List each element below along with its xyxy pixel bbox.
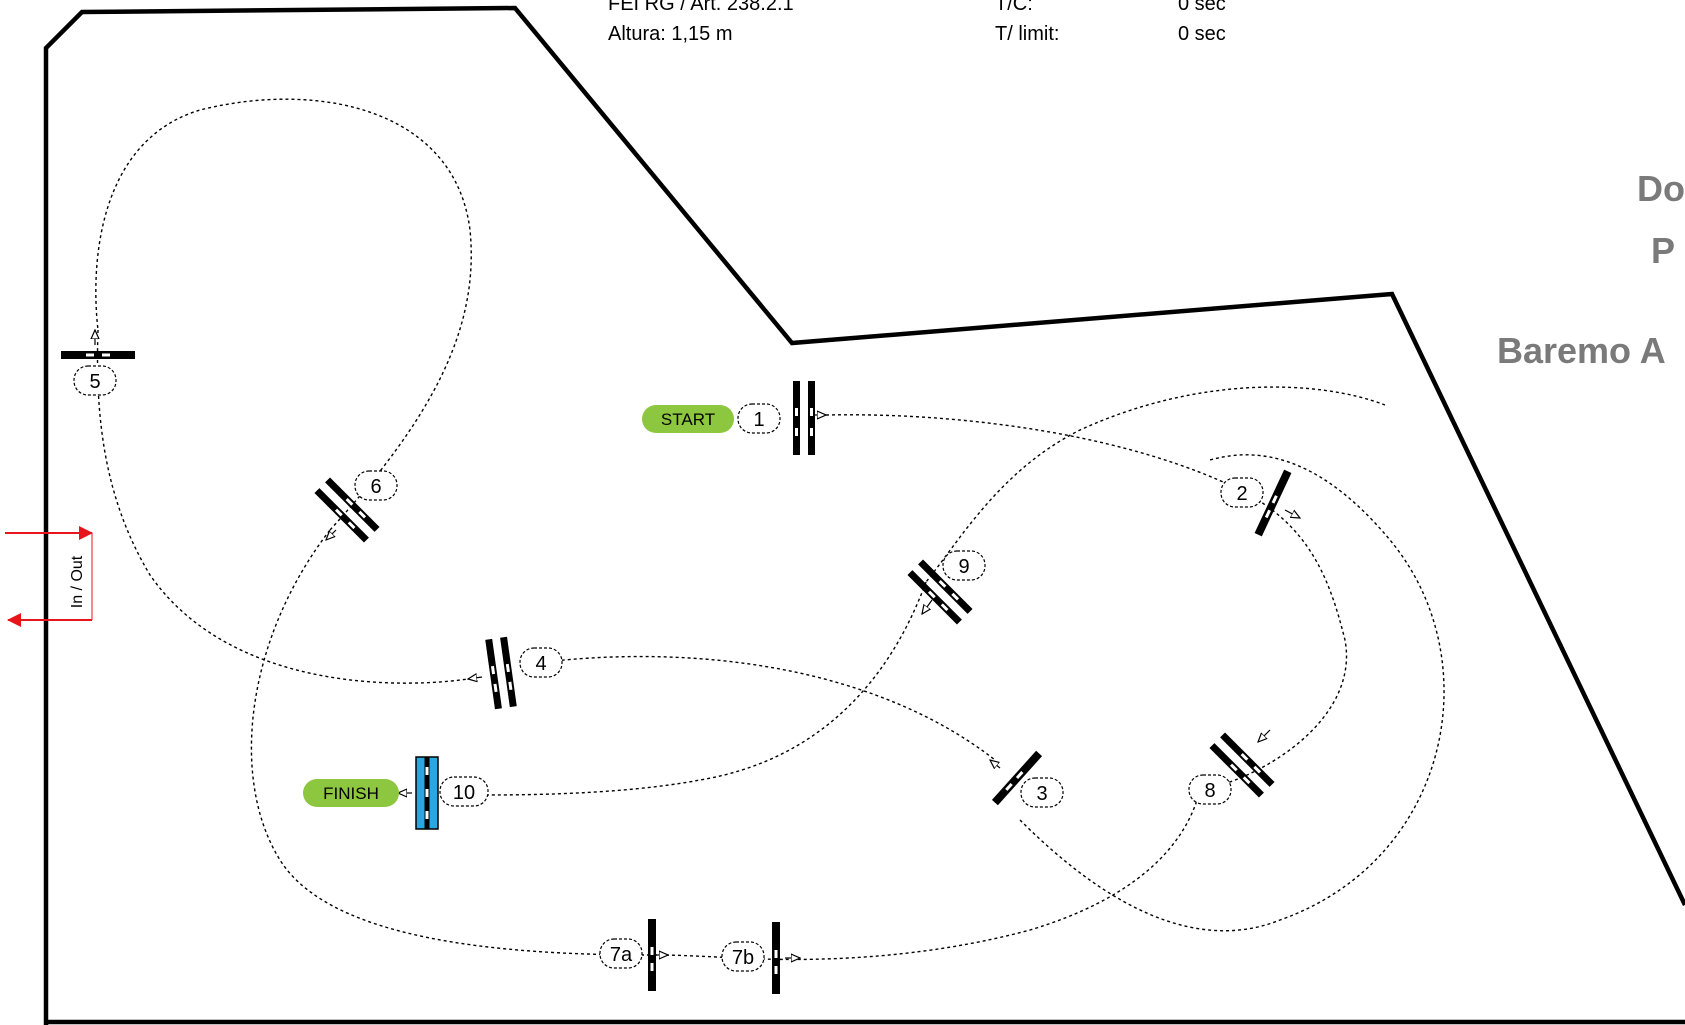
obstacle-6: [314, 477, 380, 543]
in-out-label: In / Out: [69, 555, 86, 608]
course-track: [95, 98, 1445, 961]
label-7a: 7a: [610, 944, 633, 966]
obstacle-2: [1254, 469, 1292, 537]
obstacle-5: [61, 351, 135, 359]
label-8: 8: [1204, 780, 1215, 802]
label-7b: 7b: [732, 947, 754, 969]
obstacle-8: [1209, 732, 1275, 798]
start-label: START: [661, 410, 715, 429]
height-text: Altura: 1,15 m: [608, 23, 733, 45]
obstacle-7b: [772, 922, 780, 994]
rule-text: FEI RG / Art. 238.2.1: [608, 0, 794, 15]
label-1: 1: [753, 409, 764, 431]
tlimit-value: 0 sec: [1178, 23, 1226, 45]
obstacle-7a: [648, 919, 656, 991]
side-text-line2: P: [1651, 230, 1676, 271]
side-text-line3: Baremo A: [1497, 330, 1666, 371]
finish-label: FINISH: [323, 784, 379, 803]
tc-value: 0 sec: [1178, 0, 1226, 15]
label-5: 5: [89, 371, 100, 393]
tlimit-label: T/ limit:: [995, 23, 1060, 45]
label-2: 2: [1236, 483, 1247, 505]
start-marker: START: [642, 405, 734, 433]
label-10: 10: [453, 782, 475, 804]
side-text-line1: Do: [1637, 168, 1685, 209]
label-9: 9: [958, 556, 969, 578]
obstacle-3: [991, 750, 1043, 806]
label-3: 3: [1036, 783, 1047, 805]
number-texts: 1 2 3 4 5 6 7a 7b 8 9 10: [89, 371, 1247, 969]
obstacle-10: [415, 756, 439, 830]
direction-arrows: [95, 330, 1300, 958]
in-out-gate: In / Out: [5, 526, 93, 627]
arena-border: [43, 5, 1685, 1025]
obstacle-4: [485, 636, 517, 710]
tc-label: T/C:: [995, 0, 1033, 15]
number-labels: [73, 365, 1264, 972]
obstacle-9: [907, 559, 973, 625]
obstacle-1: [793, 381, 815, 455]
finish-marker: FINISH: [303, 779, 399, 807]
label-4: 4: [535, 653, 546, 675]
label-6: 6: [370, 476, 381, 498]
